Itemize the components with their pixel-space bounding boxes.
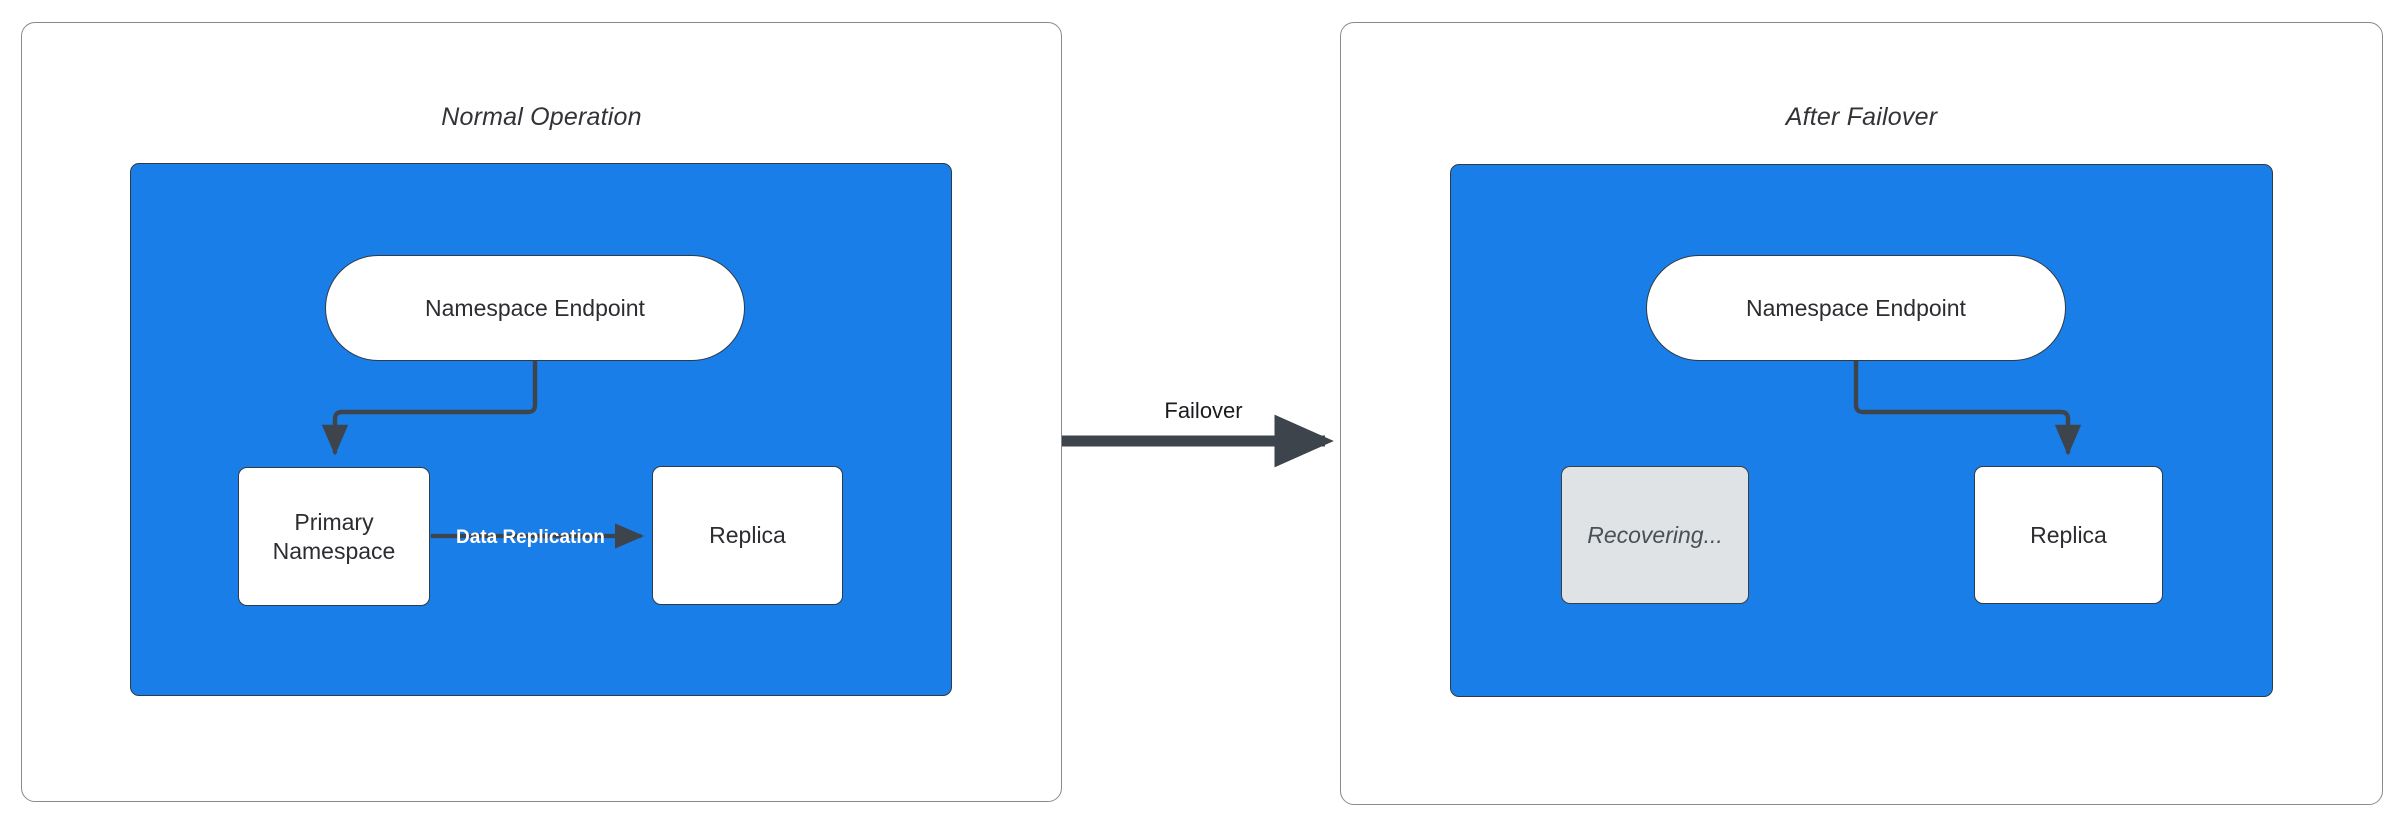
node-namespace-endpoint-left[interactable]: Namespace Endpoint bbox=[325, 255, 745, 361]
node-label: Replica bbox=[709, 522, 786, 549]
transition-label-failover: Failover bbox=[1164, 398, 1243, 423]
node-label: Recovering... bbox=[1587, 521, 1723, 548]
node-label-line2: Namespace bbox=[272, 537, 396, 564]
panel-title-after-failover: After Failover bbox=[1785, 103, 1938, 131]
edge-label-data-replication: Data Replication bbox=[456, 527, 605, 548]
panel-title-normal-operation: Normal Operation bbox=[441, 103, 642, 131]
node-namespace-endpoint-right[interactable]: Namespace Endpoint bbox=[1646, 255, 2066, 361]
blue-region-after-failover bbox=[1450, 164, 2273, 697]
node-label: Replica bbox=[2030, 521, 2107, 548]
blue-region-normal-operation bbox=[130, 163, 952, 696]
node-label: Namespace Endpoint bbox=[1746, 294, 1966, 321]
node-replica-right[interactable]: Replica bbox=[1974, 466, 2163, 604]
node-recovering[interactable]: Recovering... bbox=[1561, 466, 1749, 604]
node-replica-left[interactable]: Replica bbox=[652, 466, 843, 605]
node-label: Namespace Endpoint bbox=[425, 294, 645, 321]
node-label-line1: Primary bbox=[294, 508, 374, 535]
node-label: Primary Namespace bbox=[273, 508, 396, 566]
node-primary-namespace[interactable]: Primary Namespace bbox=[238, 467, 430, 606]
